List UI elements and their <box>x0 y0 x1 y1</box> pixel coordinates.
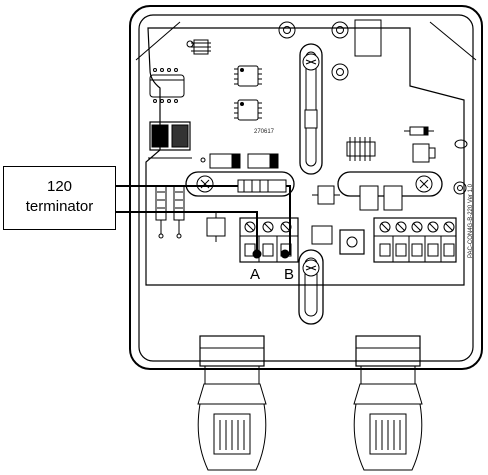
right-hole <box>453 181 467 195</box>
terminator-callout: 120 terminator <box>3 166 116 230</box>
ic-dip-1 <box>234 65 262 87</box>
pcb-outline <box>145 27 465 286</box>
ic-soic-right <box>346 137 376 161</box>
inductor <box>312 185 340 205</box>
cable-gland-right <box>353 335 423 471</box>
ic-small-slot <box>304 109 318 129</box>
callout-value: 120 <box>46 178 73 195</box>
push-button <box>339 229 365 255</box>
regulator <box>412 143 436 163</box>
callout-text: terminator <box>25 198 94 215</box>
diode-center-1 <box>209 153 241 169</box>
relay-left <box>149 68 185 103</box>
board-id-label: PAC-CON4G-B-220 Ver 1.0 <box>468 184 474 258</box>
capacitor-center <box>206 212 226 242</box>
capacitor-right-1 <box>359 185 379 211</box>
top-right-block <box>354 19 382 57</box>
terminal-b-label: B <box>284 266 295 283</box>
enclosure <box>129 5 483 370</box>
terminal-block-ab <box>239 217 299 263</box>
inductor-2 <box>311 225 333 245</box>
ic-dip-2 <box>234 99 262 121</box>
mounting-slot-bottom <box>298 249 324 325</box>
capacitor-right-2 <box>383 185 403 211</box>
diode-center-2 <box>247 153 279 169</box>
mounting-slot-top <box>299 43 323 175</box>
cap-right <box>454 139 468 149</box>
diode-right <box>404 126 434 136</box>
terminal-block-right <box>373 217 457 263</box>
cable-gland-left <box>197 335 267 471</box>
resistor-pair-left <box>155 185 185 239</box>
transformer <box>148 121 192 159</box>
terminator-wires <box>116 179 291 255</box>
ic-small-top <box>191 39 211 55</box>
terminal-a-label: A <box>250 266 261 283</box>
screw-holes <box>186 21 349 81</box>
part-code-label: 270617 <box>254 129 275 135</box>
